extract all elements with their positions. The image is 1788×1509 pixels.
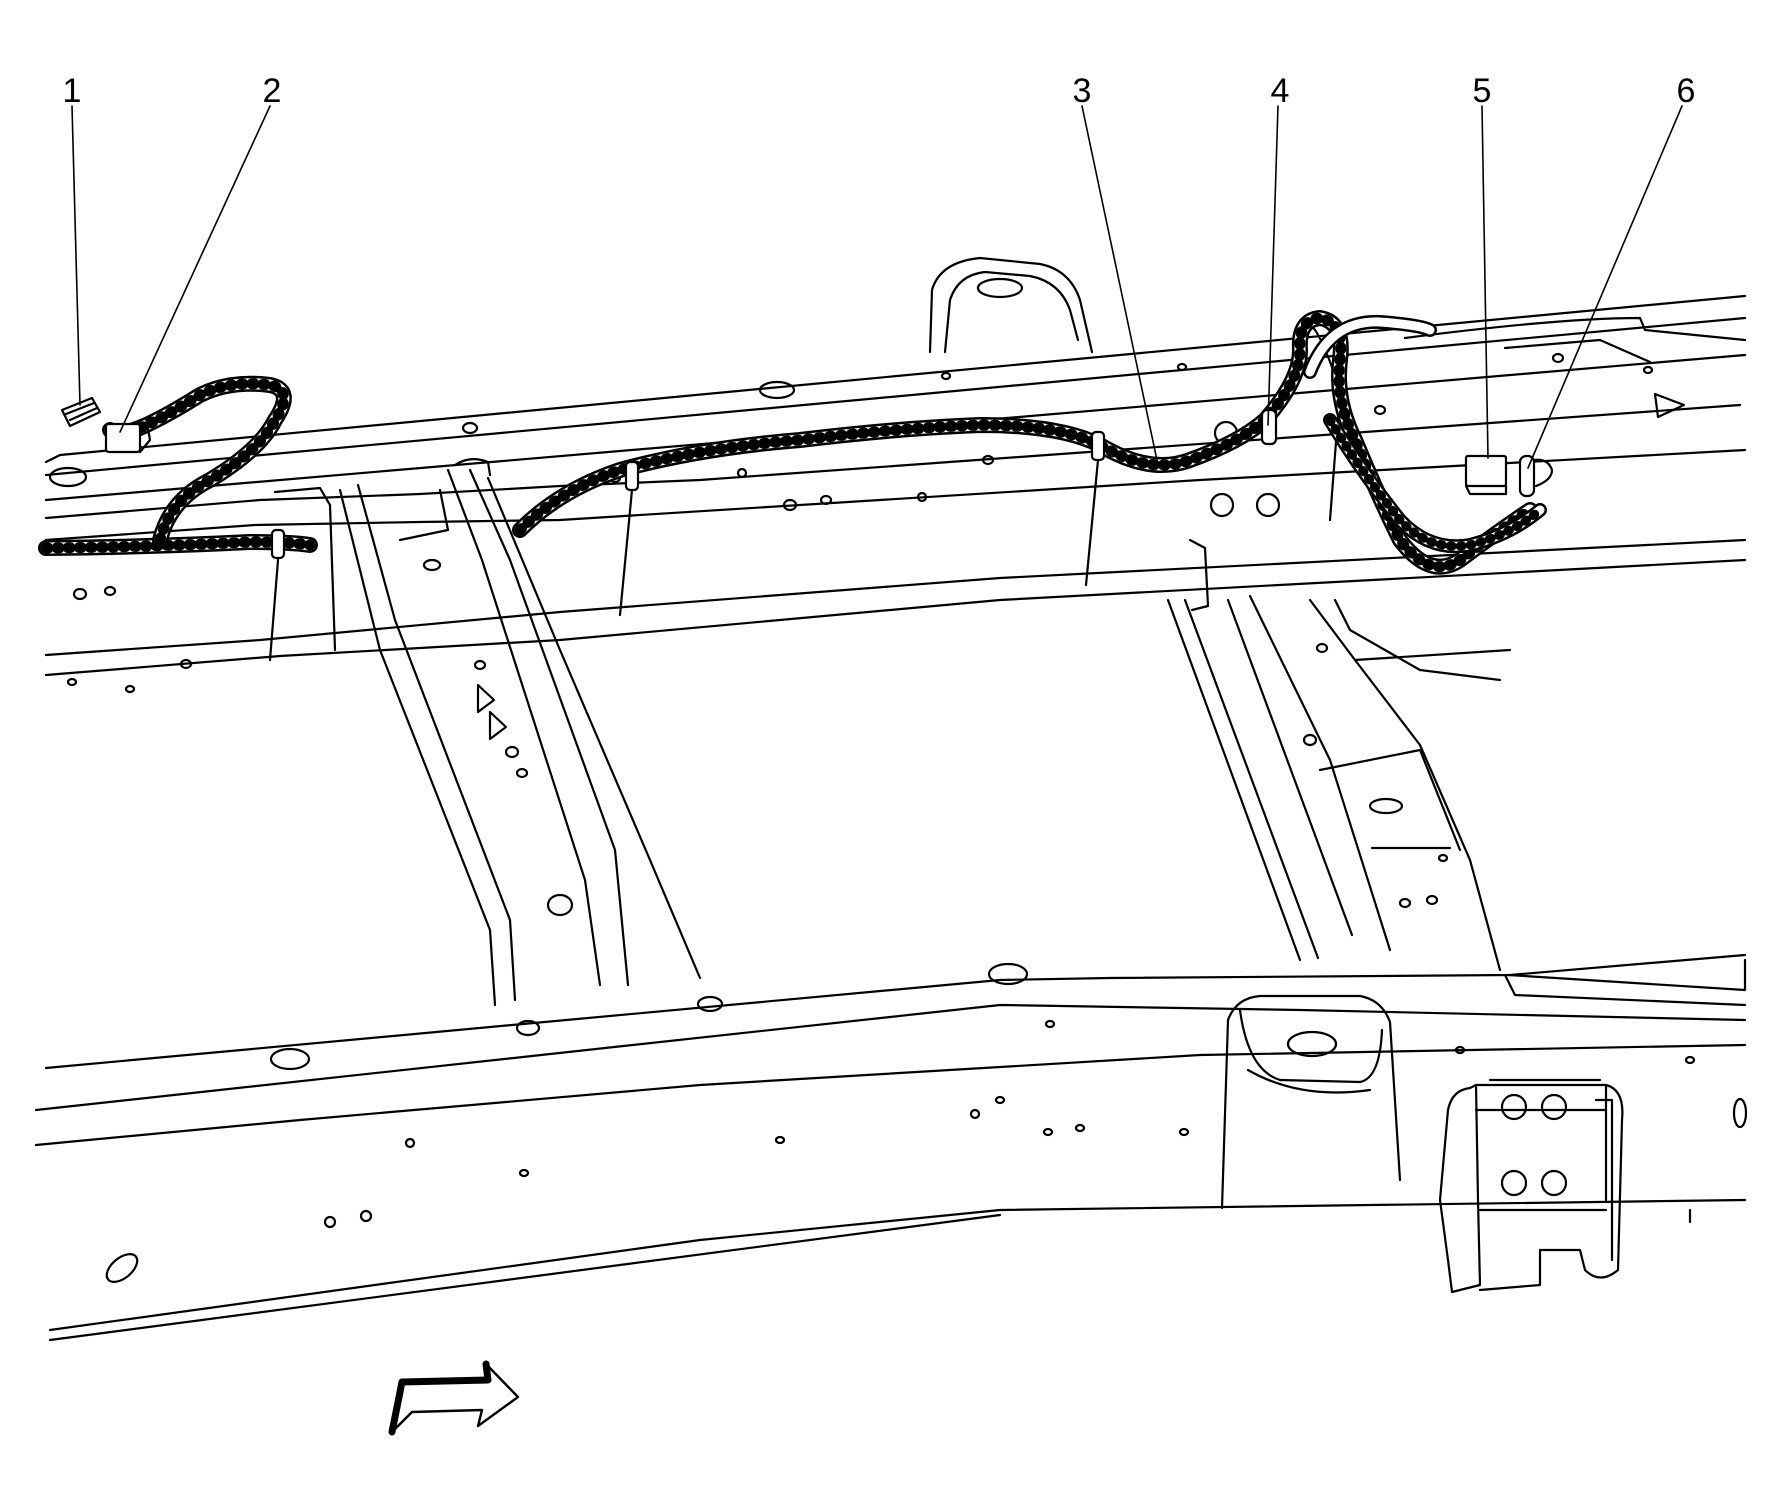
connector-5 [1464, 454, 1508, 496]
callout-label-3: 3 [1072, 72, 1092, 110]
lower-frame-rail [34, 953, 1748, 1342]
connector-6 [1518, 454, 1554, 498]
right-crossmember [1166, 594, 1512, 972]
left-crossmember [273, 458, 702, 1007]
harness-clips [268, 408, 1278, 662]
callout-label-4: 4 [1270, 72, 1290, 110]
upper-frame-rail [44, 256, 1747, 694]
leader-lines [71, 105, 1683, 469]
forward-arrow-icon [388, 1360, 520, 1436]
callout-label-6: 6 [1676, 72, 1696, 110]
callout-label-1: 1 [62, 72, 82, 110]
callout-label-2: 2 [262, 72, 282, 110]
callout-label-5: 5 [1472, 72, 1492, 110]
wiring-harness [38, 310, 1547, 575]
connector-1 [60, 396, 102, 428]
